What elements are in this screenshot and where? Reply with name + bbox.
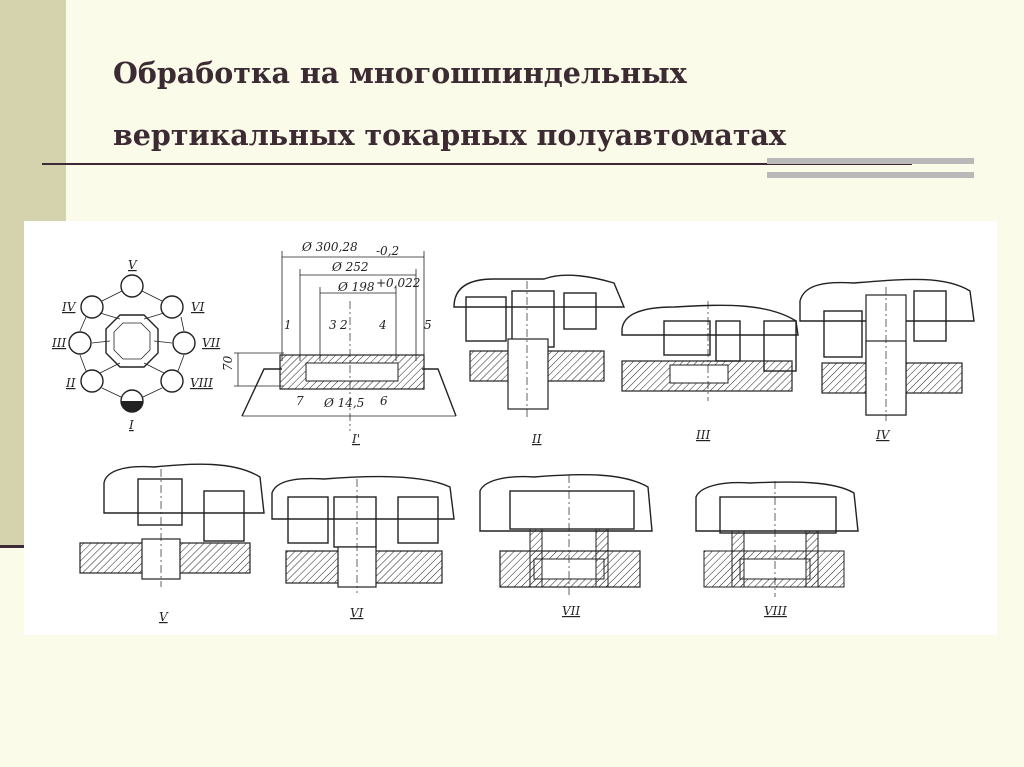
setup-label: I'	[351, 432, 360, 446]
position-label-v: V	[128, 258, 138, 272]
part-number-2: 2	[339, 318, 348, 332]
dimension-hole-diameter: Ø 14,5	[323, 396, 364, 410]
title-underline	[42, 163, 912, 165]
setup-drawing-i-prime: Ø 300,28 -0,2 Ø 252 Ø 198 +0,022 1 2 3 4…	[221, 240, 457, 446]
dimension-outer-tolerance: -0,2	[376, 244, 399, 258]
station-label-vii: VII	[562, 604, 580, 618]
dimension-d252: Ø 252	[331, 260, 369, 274]
index-table-octagon	[105, 314, 159, 368]
position-label-vi: VI	[191, 300, 205, 314]
part-number-5: 5	[424, 318, 432, 332]
station-iv: IV	[799, 278, 975, 442]
decorative-side-bar-accent	[0, 545, 36, 548]
part-number-4: 4	[378, 318, 387, 332]
station-label-v: V	[159, 610, 169, 624]
position-label-ii: II	[65, 376, 76, 390]
decorative-grey-bar-bottom	[767, 172, 974, 178]
station-viii: VIII	[695, 481, 859, 618]
station-label-vi: VI	[350, 606, 364, 620]
position-label-vii: VII	[202, 336, 220, 350]
dimension-d198-tolerance: +0,022	[376, 276, 420, 290]
position-label-iii: III	[51, 336, 66, 350]
spindle-circle-ii	[80, 369, 104, 393]
machining-diagram: V VI VII VIII I II III IV Ø 300,28 -0,2 …	[24, 221, 997, 635]
slide-title-line-2: вертикальных токарных полуавтоматах	[113, 118, 786, 152]
station-vii: VII	[479, 474, 653, 618]
slide-title: Обработка на многошпиндельных вертикальн…	[113, 42, 913, 166]
dimension-d198: Ø 198	[337, 280, 375, 294]
spindle-layout-schematic: V VI VII VIII I II III IV	[51, 258, 220, 432]
dimension-outer-diameter: Ø 300,28	[301, 240, 358, 254]
station-iii: III	[621, 301, 799, 442]
station-ii: II	[453, 274, 626, 446]
spindle-circle-vii	[172, 331, 196, 355]
spindle-circle-v	[120, 274, 144, 298]
station-v: V	[79, 463, 265, 624]
position-label-iv: IV	[61, 300, 77, 314]
part-number-7: 7	[296, 394, 304, 408]
part-number-3: 3	[329, 318, 337, 332]
slide-title-line-1: Обработка на многошпиндельных	[113, 56, 687, 90]
station-label-viii: VIII	[764, 604, 787, 618]
part-number-1: 1	[284, 318, 292, 332]
machining-diagram-svg: V VI VII VIII I II III IV Ø 300,28 -0,2 …	[51, 240, 975, 624]
decorative-grey-bar-top	[767, 158, 974, 164]
position-label-viii: VIII	[190, 376, 213, 390]
position-label-i: I	[128, 418, 134, 432]
dimension-height: 70	[221, 355, 235, 371]
station-label-iv: IV	[875, 428, 891, 442]
spindle-circle-viii	[160, 369, 184, 393]
station-label-iii: III	[695, 428, 710, 442]
station-vi: VI	[271, 475, 455, 620]
station-label-ii: II	[531, 432, 542, 446]
spindle-circle-vi	[160, 295, 184, 319]
workpiece-section	[279, 354, 425, 390]
spindle-circle-iii	[68, 331, 92, 355]
part-number-6: 6	[380, 394, 388, 408]
spindle-circle-iv	[80, 295, 104, 319]
